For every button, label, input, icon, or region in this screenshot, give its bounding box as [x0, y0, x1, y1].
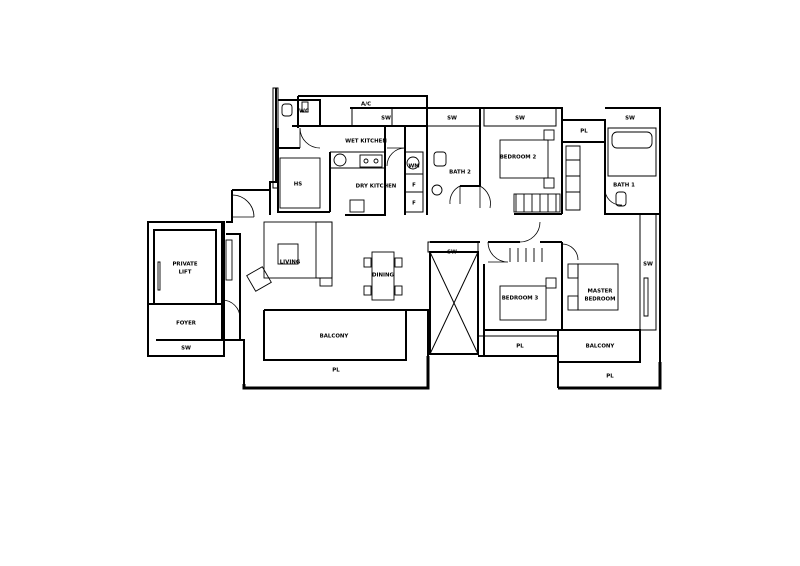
pl-label-top: PL: [580, 129, 588, 135]
master-bedroom-label-1: MASTER: [588, 289, 614, 295]
pl-label-left: PL: [332, 368, 340, 374]
sw-label-bedroom2: SW: [515, 116, 525, 122]
balcony-label-left: BALCONY: [320, 334, 349, 340]
private-lift-label-1: PRIVATE: [172, 262, 197, 268]
sw-label-bath1: SW: [625, 116, 635, 122]
sw-label-foyer: SW: [181, 346, 191, 352]
hs-label: HS: [294, 182, 303, 188]
bedroom2-label: BEDROOM 2: [500, 155, 537, 161]
walls: [147, 87, 662, 390]
pl-label-mid: PL: [516, 344, 524, 350]
living-label: LIVING: [280, 260, 301, 266]
furniture: [157, 101, 653, 321]
sw-label-ac: SW: [381, 116, 391, 122]
ac-label: A/C: [361, 102, 371, 108]
bath2-label: BATH 2: [449, 170, 471, 176]
foyer-label: FOYER: [176, 321, 197, 327]
room-labels: A/C WC WET KITCHEN HS DRY KITCHEN WM F F…: [172, 102, 652, 380]
private-lift-label-2: LIFT: [179, 270, 192, 276]
bedroom3-label: BEDROOM 3: [502, 296, 539, 302]
sw-label-bath2: SW: [447, 116, 457, 122]
bath1-label: BATH 1: [613, 183, 635, 189]
sw-label-right: SW: [643, 262, 653, 268]
master-bedroom-label-2: BEDROOM: [585, 297, 616, 303]
f-label-1: F: [412, 183, 416, 189]
doors: [221, 127, 623, 319]
sw-label-void: SW: [447, 250, 457, 256]
f-label-2: F: [412, 201, 416, 207]
wc-label: WC: [299, 109, 309, 115]
dry-kitchen-label: DRY KITCHEN: [356, 184, 397, 190]
wet-kitchen-label: WET KITCHEN: [345, 139, 387, 145]
dining-label: DINING: [372, 273, 395, 279]
pl-label-right: PL: [606, 374, 614, 380]
balcony-label-right: BALCONY: [586, 344, 615, 350]
wm-label: WM: [408, 164, 419, 170]
